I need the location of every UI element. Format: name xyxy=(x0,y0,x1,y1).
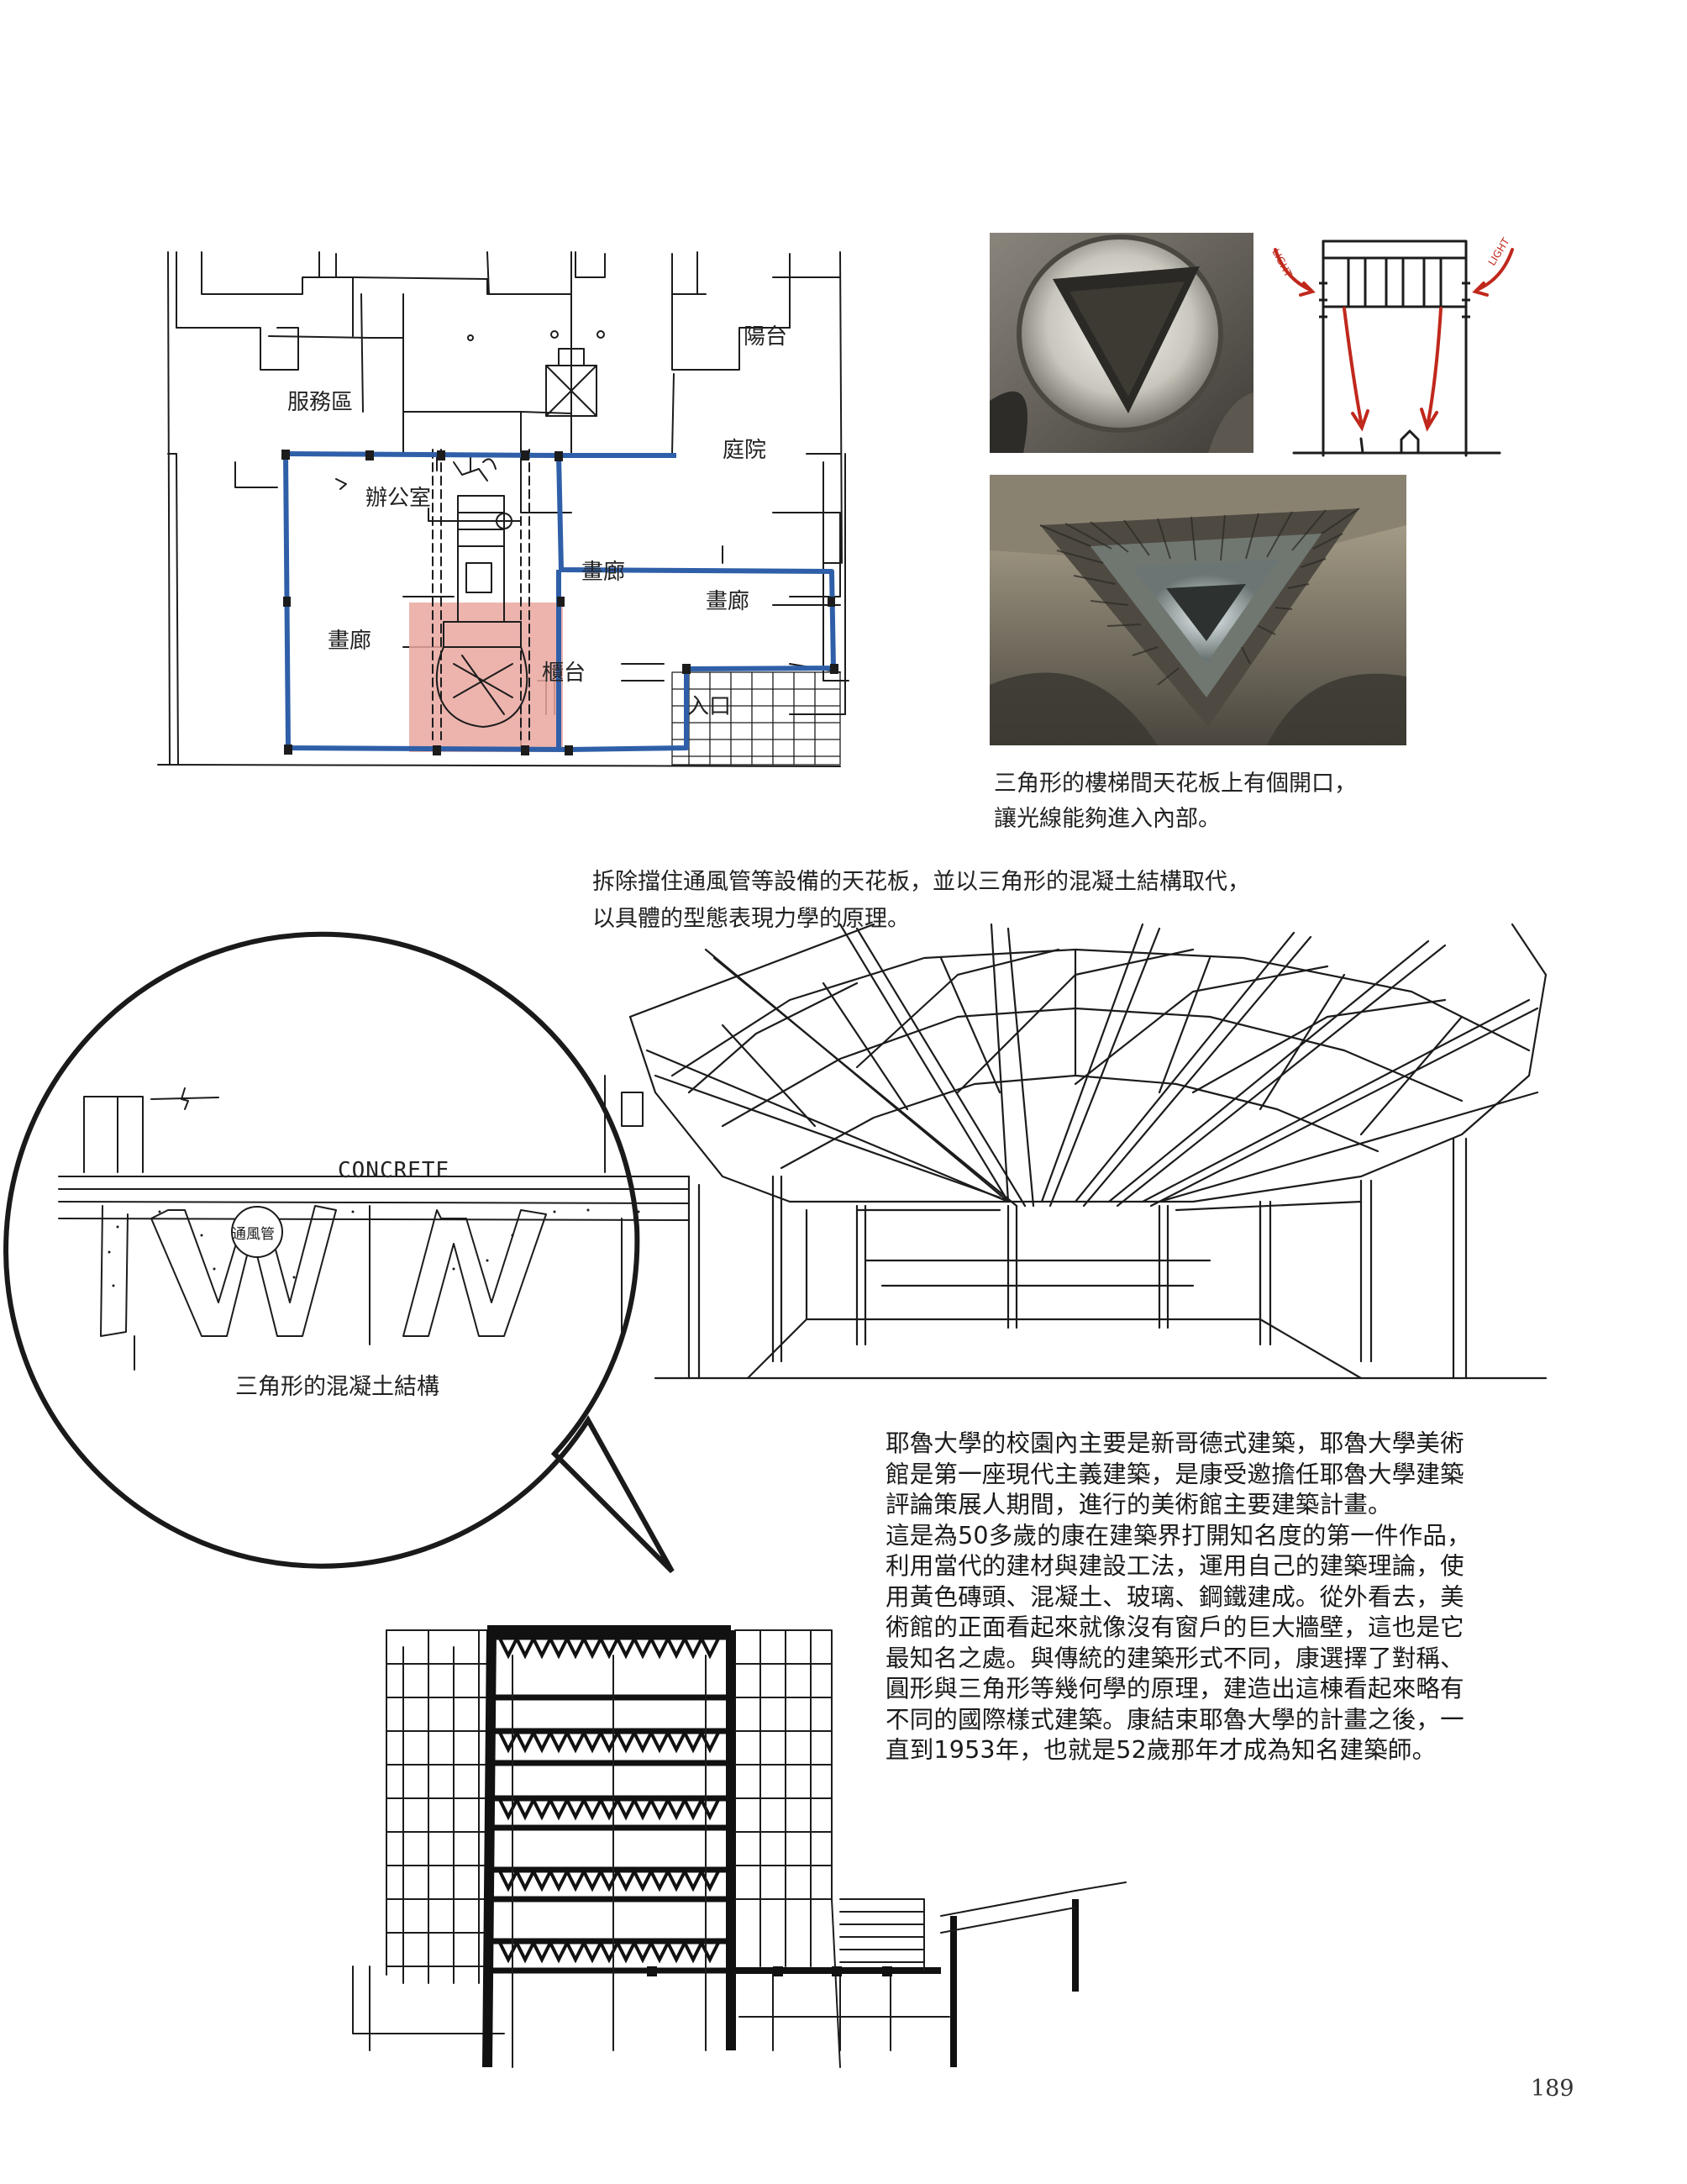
ceiling-perspective-sketch xyxy=(605,923,1563,1380)
body-line: 評論策展人期間，進行的美術館主要建築計畫。 xyxy=(886,1491,1392,1518)
body-line: 館是第一座現代主義建築，是康受邀擔任耶魯大學建築 xyxy=(886,1460,1464,1488)
body-line: 最知名之處。與傳統的建築形式不同，康選擇了對稱、 xyxy=(886,1644,1464,1672)
bubble-caption: 三角形的混凝土結構 xyxy=(235,1374,439,1400)
plan-label-gallery-right: 畫廊 xyxy=(706,589,750,614)
stair-caption-line1: 三角形的樓梯間天花板上有個開口， xyxy=(994,771,1357,797)
skylight-photo xyxy=(990,233,1253,453)
plan-label-courtyard: 庭院 xyxy=(723,438,767,463)
floor-plan-sketch: 服務區 陽台 庭院 辦公室 畫廊 畫廊 畫廊 櫃台 入口 xyxy=(151,244,849,782)
building-section-sketch xyxy=(336,1546,1294,2084)
stairwell-photo xyxy=(990,475,1406,745)
light-label-left: LIGHT xyxy=(1269,247,1295,280)
plan-label-gallery-left: 畫廊 xyxy=(328,629,372,654)
floor-plan-drawing xyxy=(157,251,849,767)
ceiling-caption-line1: 拆除擋住通風管等設備的天花板，並以三角形的混凝土結構取代， xyxy=(592,869,1250,895)
light-section-sketch: LIGHT LIGHT xyxy=(1260,233,1533,457)
body-line: 用黃色磚頭、混凝土、玻璃、鋼鐵建成。從外看去，美 xyxy=(886,1582,1464,1611)
body-paragraph: 耶魯大學的校園內主要是新哥德式建築，耶魯大學美術 館是第一座現代主義建築，是康受… xyxy=(886,1429,1558,1766)
plan-label-gallery-center: 畫廊 xyxy=(581,560,626,585)
stair-caption-line2: 讓光線能夠進入內部。 xyxy=(994,806,1221,832)
body-line: 利用當代的建材與建設工法，運用自己的建築理論，使 xyxy=(886,1552,1464,1580)
body-line: 直到1953年，也就是52歲那年才成為知名建築師。 xyxy=(886,1736,1437,1764)
plan-label-office: 辦公室 xyxy=(365,486,432,511)
plan-label-service: 服務區 xyxy=(287,390,354,415)
body-line: 耶魯大學的校園內主要是新哥德式建築，耶魯大學美術 xyxy=(886,1429,1464,1457)
page-number: 189 xyxy=(1531,2076,1574,2102)
concrete-label: CONCRETE xyxy=(338,1158,450,1183)
body-line: 不同的國際樣式建築。康結束耶魯大學的計畫之後，一 xyxy=(886,1705,1464,1734)
body-line: 這是為50多歲的康在建築界打開知名度的第一件作品， xyxy=(886,1521,1471,1550)
plan-label-balcony: 陽台 xyxy=(744,324,788,350)
plan-label-counter: 櫃台 xyxy=(542,660,586,686)
stair-caption: 三角形的樓梯間天花板上有個開口， 讓光線能夠進入內部。 xyxy=(994,766,1357,837)
ceiling-caption: 拆除擋住通風管等設備的天花板，並以三角形的混凝土結構取代， 以具體的型態表現力學… xyxy=(592,864,1250,938)
ceiling-caption-line2: 以具體的型態表現力學的原理。 xyxy=(592,906,910,932)
plan-label-entrance: 入口 xyxy=(687,694,732,719)
body-line: 術館的正面看起來就像沒有窗戶的巨大牆壁，這也是它 xyxy=(886,1613,1464,1641)
body-line: 圓形與三角形等幾何學的原理，建造出這棟看起來略有 xyxy=(886,1675,1464,1702)
duct-label: 通風管 xyxy=(232,1226,275,1243)
detail-bubble: CONCRETE 通風管 三角形的混凝土結構 xyxy=(3,931,723,1588)
